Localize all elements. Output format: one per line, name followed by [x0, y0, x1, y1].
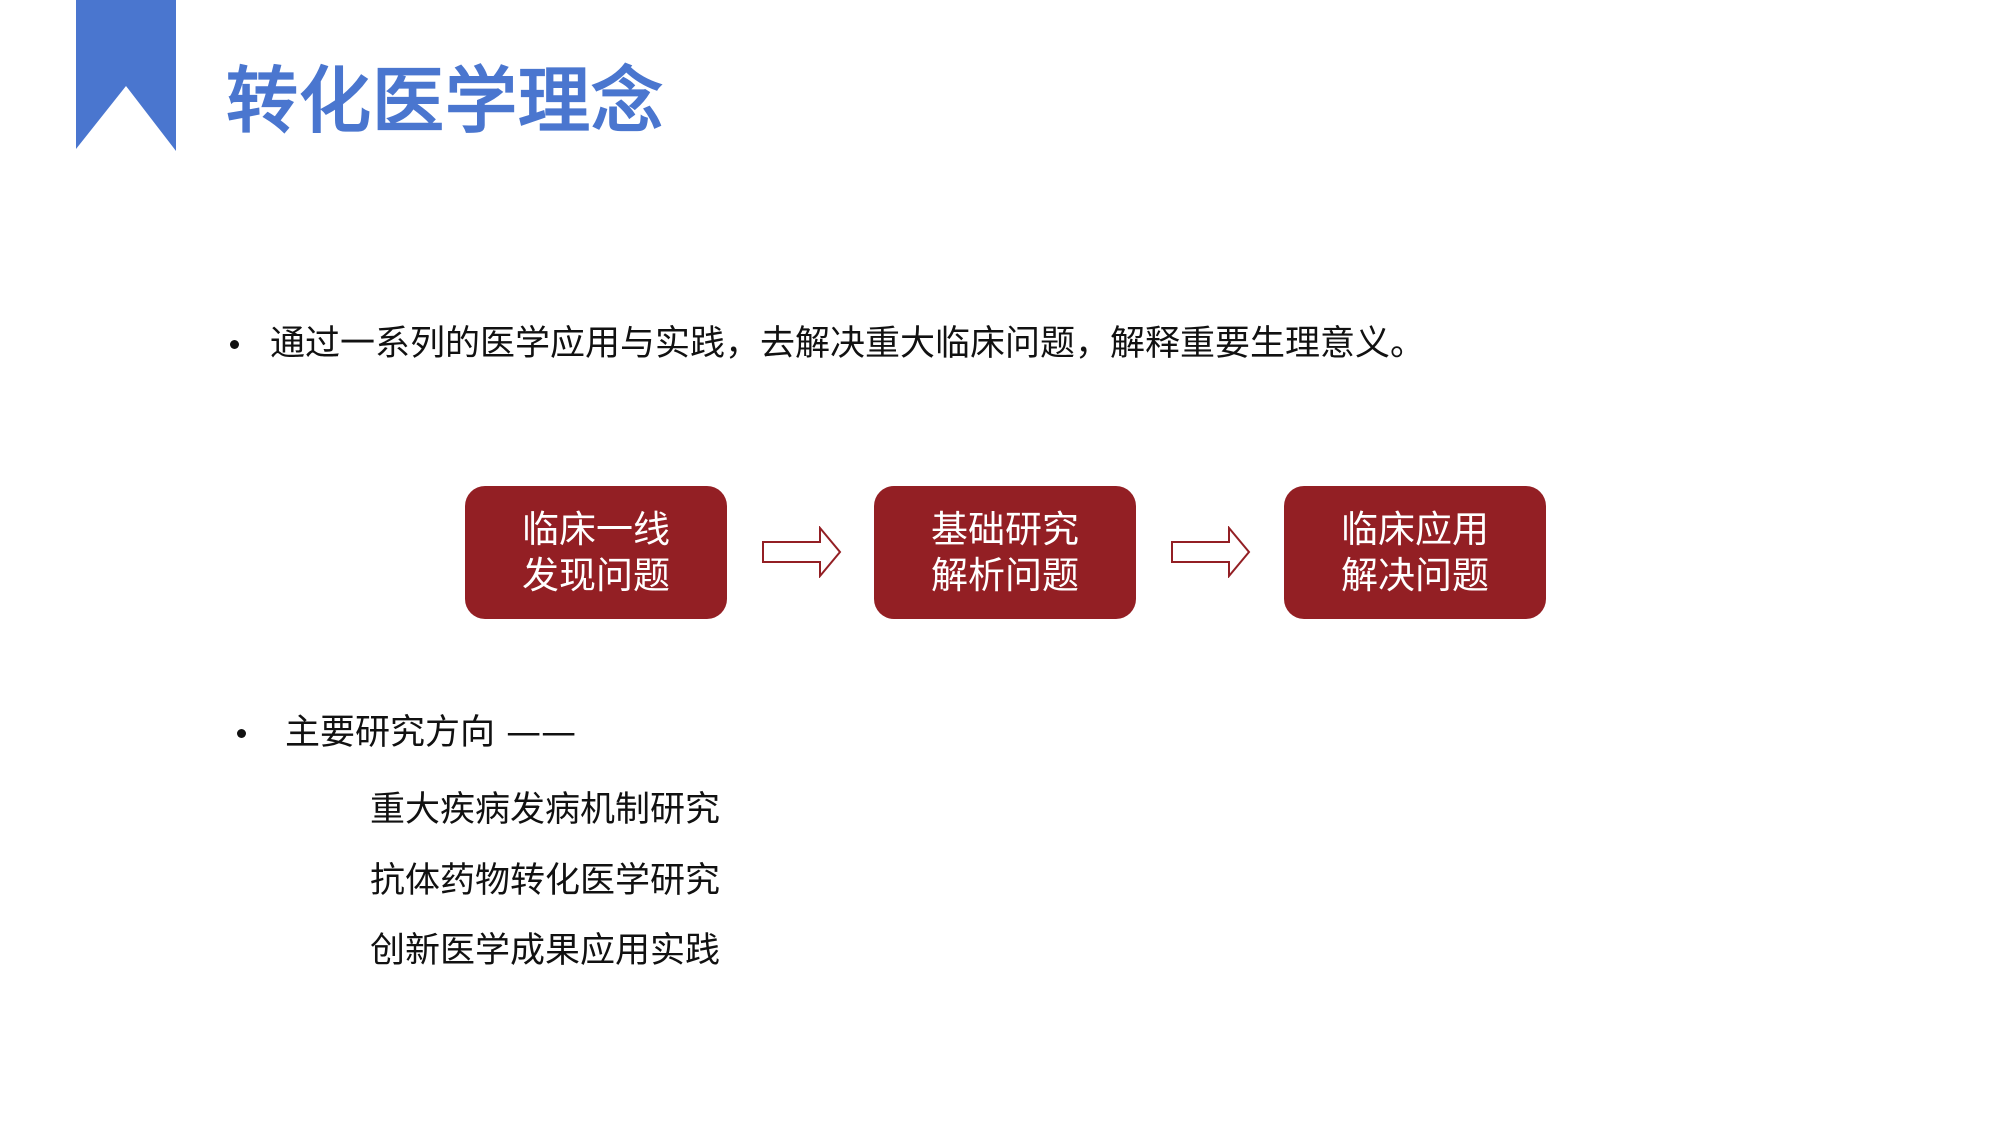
flow-step-3: 临床应用 解决问题	[1284, 486, 1546, 619]
flow-step-line2: 解析问题	[931, 553, 1079, 597]
flow-step-line2: 解决问题	[1341, 553, 1489, 597]
concept-statement: 通过一系列的医学应用与实践，去解决重大临床问题，解释重要生理意义。	[270, 324, 1426, 364]
direction-item: 创新医学成果应用实践	[370, 931, 721, 971]
flow-step-2: 基础研究 解析问题	[874, 486, 1136, 619]
arrow-right-icon	[1171, 526, 1251, 578]
direction-item: 抗体药物转化医学研究	[370, 861, 721, 901]
flow-step-line1: 临床一线	[522, 507, 670, 551]
direction-item: 重大疾病发病机制研究	[370, 790, 721, 830]
bookmark-ribbon-icon	[76, 0, 176, 151]
flow-step-line1: 基础研究	[931, 507, 1079, 551]
flow-step-line2: 发现问题	[522, 553, 670, 597]
bullet-dot	[230, 340, 239, 349]
arrow-right-icon	[762, 526, 842, 578]
flow-step-line1: 临床应用	[1341, 507, 1489, 551]
bullet-dot	[237, 729, 246, 738]
research-directions-heading: 主要研究方向 ——	[285, 713, 577, 753]
flow-step-1: 临床一线 发现问题	[465, 486, 727, 619]
page-title: 转化医学理念	[226, 59, 665, 143]
